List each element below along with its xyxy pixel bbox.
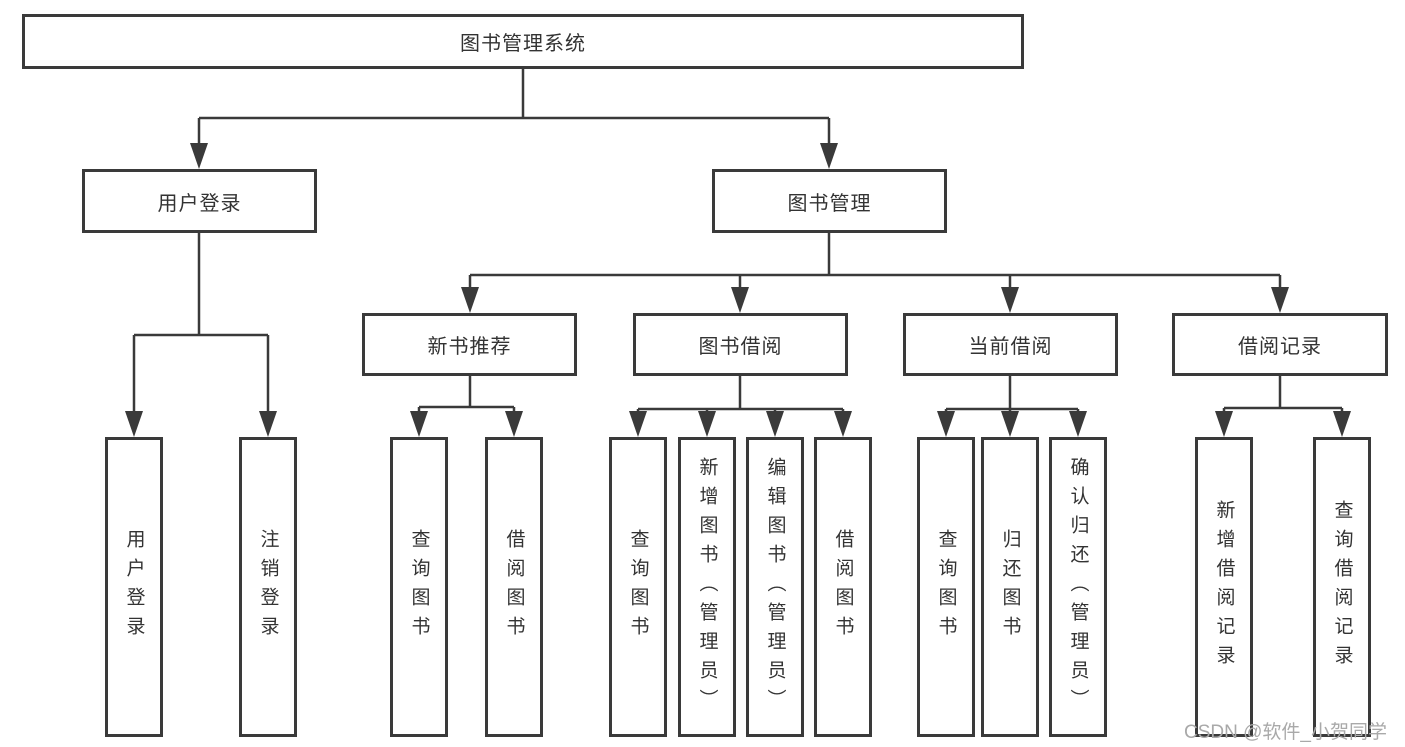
- arrowhead-icon: [410, 411, 428, 437]
- leaf-return-books: 归还图书: [981, 437, 1039, 737]
- node-user-login: 用户登录: [82, 169, 317, 233]
- leaf-query-borrow-record-label: 查询借阅记录: [1331, 500, 1353, 674]
- leaf-logout: 注销登录: [239, 437, 297, 737]
- leaf-add-books-admin: 新增图书（管理员）: [678, 437, 736, 737]
- leaf-user-login: 用户登录: [105, 437, 163, 737]
- leaf-return-books-label: 归还图书: [999, 529, 1021, 645]
- leaf-query-borrow-record: 查询借阅记录: [1313, 437, 1371, 737]
- arrowhead-icon: [505, 411, 523, 437]
- node-new-book-recommend: 新书推荐: [362, 313, 577, 376]
- arrowhead-icon: [629, 411, 647, 437]
- node-library-system-label: 图书管理系统: [460, 33, 586, 55]
- leaf-confirm-return-admin: 确认归还（管理员）: [1049, 437, 1107, 737]
- leaf-query-books-borrowing: 查询图书: [609, 437, 667, 737]
- arrowhead-icon: [190, 143, 208, 169]
- leaf-add-borrow-record-label: 新增借阅记录: [1213, 500, 1235, 674]
- arrowhead-icon: [820, 143, 838, 169]
- leaf-borrow-books-recommend-label: 借阅图书: [503, 529, 525, 645]
- node-borrow-records-label: 借阅记录: [1238, 336, 1322, 358]
- leaf-confirm-return-admin-label: 确认归还（管理员）: [1067, 456, 1089, 718]
- leaf-add-books-admin-label: 新增图书（管理员）: [696, 456, 718, 718]
- connector-book-management-children: [468, 233, 1282, 295]
- arrowhead-icon: [125, 411, 143, 437]
- node-book-management-label: 图书管理: [787, 192, 872, 215]
- arrowhead-icon: [937, 411, 955, 437]
- arrowhead-icon: [731, 287, 749, 313]
- arrowhead-icon: [1215, 411, 1233, 437]
- node-book-management: 图书管理: [712, 169, 947, 233]
- leaf-borrow-books-recommend: 借阅图书: [485, 437, 543, 737]
- arrowhead-icon: [766, 411, 784, 437]
- leaf-query-books-recommend: 查询图书: [390, 437, 448, 737]
- leaf-borrow-books: 借阅图书: [814, 437, 872, 737]
- node-current-borrowing: 当前借阅: [903, 313, 1118, 376]
- connector-book-borrowing-children: [636, 376, 845, 418]
- connector-root-to-level2: [197, 69, 831, 150]
- leaf-edit-books-admin: 编辑图书（管理员）: [746, 437, 804, 737]
- connector-user-login-children: [132, 233, 270, 418]
- arrowhead-icon: [461, 287, 479, 313]
- node-book-borrowing: 图书借阅: [633, 313, 848, 376]
- arrowhead-icon: [1271, 287, 1289, 313]
- node-new-book-recommend-label: 新书推荐: [427, 336, 512, 358]
- leaf-query-books-borrowing-label: 查询图书: [627, 529, 649, 645]
- leaf-add-borrow-record: 新增借阅记录: [1195, 437, 1253, 737]
- arrowhead-icon: [698, 411, 716, 437]
- leaf-query-books-recommend-label: 查询图书: [408, 529, 430, 645]
- arrowhead-icon: [259, 411, 277, 437]
- arrowhead-icon: [1001, 287, 1019, 313]
- node-user-login-label: 用户登录: [157, 192, 242, 215]
- leaf-borrow-books-label: 借阅图书: [832, 529, 854, 645]
- leaf-query-books-current: 查询图书: [917, 437, 975, 737]
- node-library-system: 图书管理系统: [22, 14, 1024, 69]
- leaf-query-books-current-label: 查询图书: [935, 529, 957, 645]
- watermark: CSDN @软件_小贺同学: [1184, 722, 1387, 743]
- node-current-borrowing-label: 当前借阅: [968, 336, 1053, 358]
- arrowhead-icon: [834, 411, 852, 437]
- arrowhead-icon: [1333, 411, 1351, 437]
- connector-new-book-children: [417, 376, 516, 418]
- leaf-logout-label: 注销登录: [257, 529, 279, 645]
- leaf-edit-books-admin-label: 编辑图书（管理员）: [764, 456, 786, 718]
- arrowhead-icon: [1001, 411, 1019, 437]
- connector-borrow-records-children: [1222, 376, 1344, 418]
- arrowhead-icon: [1069, 411, 1087, 437]
- leaf-user-login-label: 用户登录: [123, 529, 145, 645]
- node-book-borrowing-label: 图书借阅: [698, 336, 783, 358]
- node-borrow-records: 借阅记录: [1172, 313, 1388, 376]
